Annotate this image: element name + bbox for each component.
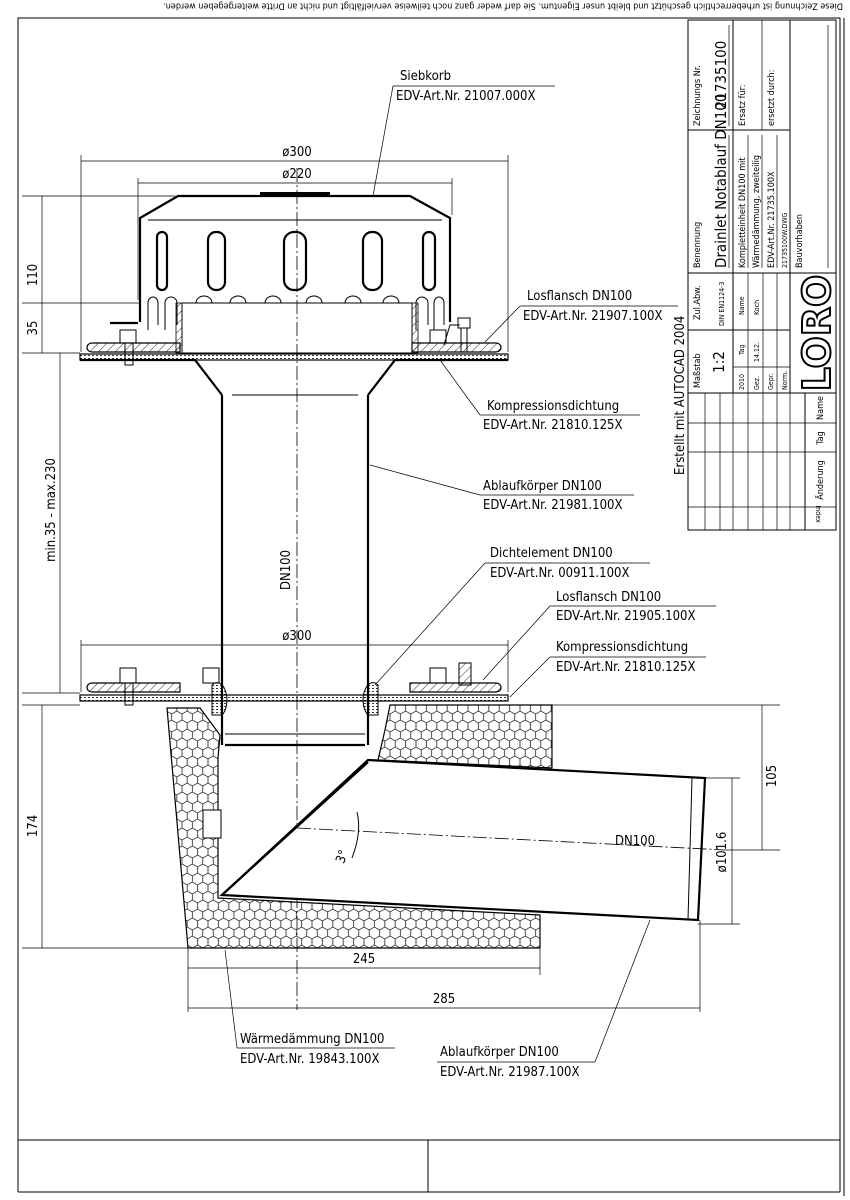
scale-value: 1:2: [710, 351, 728, 373]
upper-loose-flange: [79, 317, 509, 396]
svg-text:Losflansch DN100: Losflansch DN100: [556, 590, 661, 605]
drawing-number: 21735100: [712, 41, 730, 110]
pipe-dn-label: DN100: [279, 550, 294, 590]
created-with: Erstellt mit AUTOCAD 2004: [673, 316, 688, 475]
drawn-day: 14.12.: [753, 342, 761, 362]
name-header: Name: [816, 396, 826, 420]
tolerance-value: DIN EN1124-3: [718, 282, 726, 326]
drawn-label: Gez.: [753, 376, 761, 390]
dim-range: min.35 - max.230: [44, 458, 59, 562]
svg-text:EDV-Art.Nr. 21987.100X: EDV-Art.Nr. 21987.100X: [440, 1065, 579, 1080]
dim-diameter-300-bottom: ø300: [282, 629, 311, 644]
designation-block: Benennung Drainlet Notablauf DN100 Kompl…: [688, 20, 829, 273]
dim-height-105: 105: [765, 765, 780, 787]
year: 2010: [738, 374, 746, 390]
svg-text:Siebkorb: Siebkorb: [400, 69, 451, 84]
desc-line-4: 21735100W.DWG: [781, 212, 789, 268]
svg-text:EDV-Art.Nr. 21905.100X: EDV-Art.Nr. 21905.100X: [556, 609, 695, 624]
svg-text:EDV-Art.Nr. 21981.100X: EDV-Art.Nr. 21981.100X: [483, 498, 622, 513]
replaced-by-label: ersetzt durch:: [767, 70, 777, 126]
svg-text:EDV-Art.Nr. 21907.100X: EDV-Art.Nr. 21907.100X: [523, 309, 662, 324]
dim-diameter-300-top: ø300: [282, 145, 311, 160]
dimension-lines: [22, 155, 780, 1012]
replaces-label: Ersatz für:: [738, 85, 748, 127]
svg-text:Ablaufkörper DN100: Ablaufkörper DN100: [440, 1045, 559, 1060]
dim-height-174: 174: [26, 815, 41, 837]
tolerance-label: Zul.Abw.: [693, 285, 703, 320]
svg-text:EDV-Art.Nr. 19843.100X: EDV-Art.Nr. 19843.100X: [240, 1052, 379, 1067]
change-header: Änderung: [815, 460, 826, 500]
drawing-frame: [17, 17, 845, 1196]
leader-lines: [224, 85, 716, 1063]
drawn-name: Koch: [753, 300, 761, 315]
day-header: Tag: [816, 431, 826, 446]
index-header: Index: [814, 505, 822, 523]
svg-text:EDV-Art.Nr. 21007.000X: EDV-Art.Nr. 21007.000X: [396, 89, 535, 104]
copyright-notice: Diese Zeichnung ist urheberrechtlich ges…: [163, 1, 843, 11]
revision-table: Index Änderung Tag Name: [688, 392, 836, 530]
svg-text:Ablaufkörper DN100: Ablaufkörper DN100: [483, 479, 602, 494]
checked-label: Gepr.: [767, 373, 775, 390]
dim-diameter-220: ø220: [282, 167, 311, 182]
name-col: Name: [738, 296, 746, 315]
outlet-centerline: [296, 827, 726, 851]
designation-label: Benennung: [693, 222, 703, 268]
dim-width-245: 245: [353, 952, 375, 967]
dim-height-35: 35: [26, 321, 41, 336]
desc-line-3: EDV-Art.Nr. 21735.100X: [767, 171, 777, 268]
drain-body-pipe: [220, 394, 370, 745]
dim-height-110: 110: [26, 264, 41, 286]
svg-text:EDV-Art.Nr. 00911.100X: EDV-Art.Nr. 00911.100X: [490, 566, 629, 581]
outlet-dn-label: DN100: [615, 834, 655, 849]
scale-label: Maßstab: [693, 353, 703, 388]
svg-text:EDV-Art.Nr. 21810.125X: EDV-Art.Nr. 21810.125X: [556, 660, 695, 675]
approval-block: Maßstab 1:2 Zul.Abw. DIN EN1124-3 2010 T…: [688, 272, 840, 393]
angle-label: 3°: [333, 848, 352, 866]
svg-text:Dichtelement DN100: Dichtelement DN100: [490, 546, 613, 561]
project-label: Bauvorhaben: [795, 214, 805, 268]
dim-width-285: 285: [433, 992, 455, 1007]
outlet-pipe: [219, 758, 726, 922]
desc-line-1: Kompletteinheit DN100 mit: [738, 157, 748, 268]
svg-text:EDV-Art.Nr. 21810.125X: EDV-Art.Nr. 21810.125X: [483, 418, 622, 433]
designation-title: Drainlet Notablauf DN100: [712, 94, 730, 268]
loro-logo: LORO: [795, 275, 839, 392]
title-block: Erstellt mit AUTOCAD 2004 Index Änderung…: [673, 19, 840, 531]
svg-text:Wärmedämmung DN100: Wärmedämmung DN100: [240, 1032, 385, 1047]
lower-loose-flange: [79, 662, 509, 747]
day-col: Tag: [738, 344, 746, 356]
drawing-number-label: Zeichnungs Nr.: [693, 65, 703, 126]
dim-diameter-101: ø101.6: [715, 832, 730, 873]
svg-text:Kompressionsdichtung: Kompressionsdichtung: [487, 399, 619, 414]
svg-text:Losflansch DN100: Losflansch DN100: [527, 289, 632, 304]
desc-line-2: Wärmedämmung, zweiteilig: [752, 155, 762, 268]
norm-label: Norm.: [781, 371, 789, 390]
strainer-basket: [138, 192, 452, 354]
thermal-insulation: [166, 704, 553, 949]
svg-text:Kompressionsdichtung: Kompressionsdichtung: [556, 640, 688, 655]
